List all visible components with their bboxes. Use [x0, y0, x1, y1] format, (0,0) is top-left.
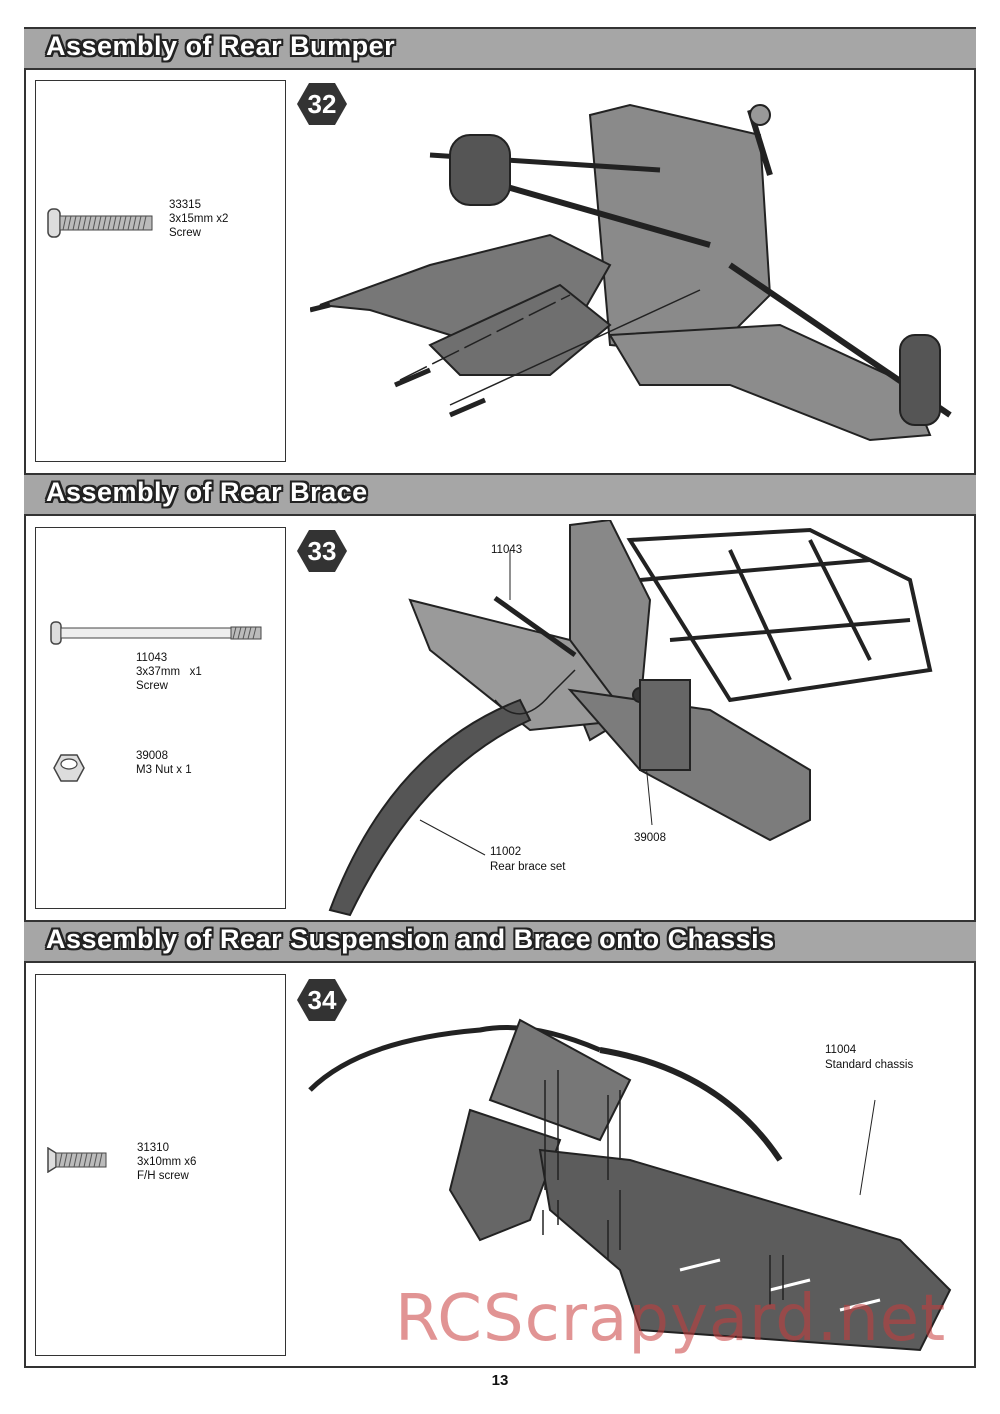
rear-brace-illustration [328, 520, 933, 917]
section-header-rear-brace: Assembly of Rear Brace [24, 473, 976, 516]
callout-label: 11004 Standard chassis [825, 1044, 914, 1071]
nut-icon [53, 754, 85, 782]
screw-icon [47, 208, 153, 238]
parts-box-step-34: 31310 3x10mm x6 F/H screw [35, 974, 286, 1356]
hexagon-icon [297, 979, 347, 1021]
step-badge-32: 32 [296, 82, 348, 131]
hexagon-icon [297, 530, 347, 572]
long-screw-icon [50, 621, 262, 645]
section-header-rear-suspension-chassis: Assembly of Rear Suspension and Brace on… [24, 920, 976, 963]
rear-bumper-illustration [310, 103, 952, 442]
step-badge-34: 34 [296, 978, 348, 1027]
parts-box-step-33: 11043 3x37mm x1 Screw 39008 M3 Nut x 1 [35, 527, 286, 909]
part-label: 11043 3x37mm x1 Screw [136, 652, 202, 692]
section-title: Assembly of Rear Suspension and Brace on… [46, 924, 775, 954]
part-label: 33315 3x15mm x2 Screw [169, 199, 229, 239]
part-label: 31310 3x10mm x6 F/H screw [137, 1142, 197, 1182]
watermark: RCScrapyard.net [395, 1282, 947, 1356]
callout-label: 39008 [634, 832, 666, 844]
step-number: 34 [307, 985, 337, 1015]
step-badge-33: 33 [296, 529, 348, 578]
section-title: Assembly of Rear Brace [46, 477, 368, 507]
hexagon-icon [297, 83, 347, 125]
callout-label: 11002 Rear brace set [490, 846, 566, 873]
section-header-rear-bumper: Assembly of Rear Bumper [24, 27, 976, 70]
section-title: Assembly of Rear Bumper [46, 31, 396, 61]
page-number: 13 [491, 1372, 509, 1389]
chassis-illustration [308, 1018, 952, 1352]
callout-label: 11043 [491, 544, 523, 556]
step-number: 33 [307, 536, 337, 566]
flat-head-screw-icon [47, 1147, 107, 1173]
step-number: 32 [307, 89, 337, 119]
parts-box-step-32: 33315 3x15mm x2 Screw [35, 80, 286, 462]
part-label: 39008 M3 Nut x 1 [136, 750, 192, 776]
